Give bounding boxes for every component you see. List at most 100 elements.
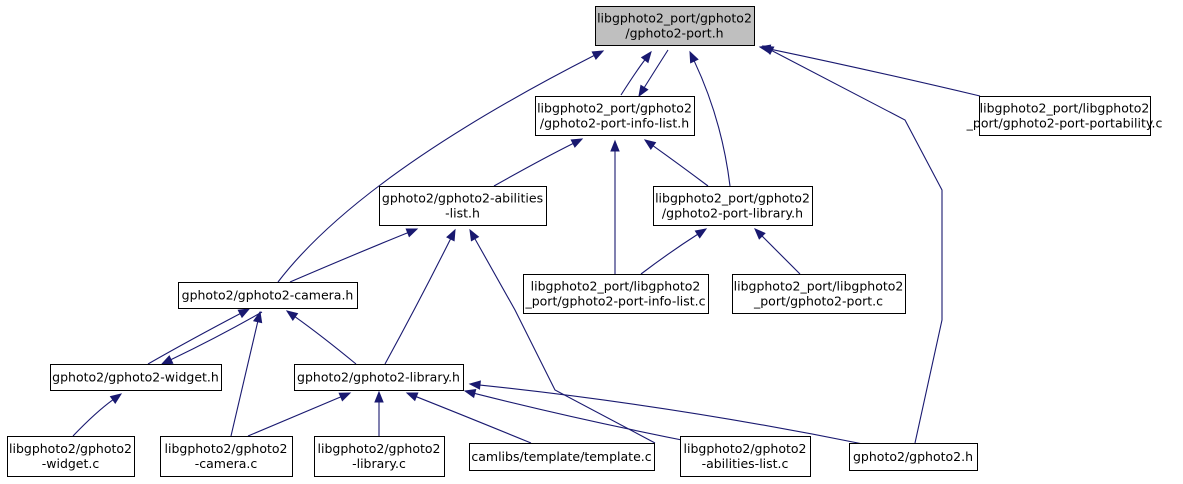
- arrowhead: [338, 392, 352, 402]
- edge-n_info_list_c-to-n_info_list_h: [610, 139, 620, 275]
- edge-line: [416, 396, 532, 444]
- edge-line: [620, 59, 646, 96]
- node-camera-c[interactable]: libgphoto2/gphoto2-camera.c: [160, 436, 293, 477]
- edge-n_library_h-to-n_abilities_list_h: [384, 228, 456, 365]
- arrowhead: [160, 355, 174, 365]
- node-label-line: libgphoto2_port/libgphoto2: [734, 279, 904, 294]
- arrowhead: [689, 50, 699, 64]
- node-label-line: -list.h: [445, 206, 480, 221]
- node-port-library-h[interactable]: libgphoto2_port/gphoto2/gphoto2-port-lib…: [653, 186, 813, 226]
- node-label-line: _port/gphoto2-port.c: [753, 294, 883, 309]
- node-label-line: libgphoto2/gphoto2: [9, 441, 132, 456]
- edge-n_camera_c-to-n_library_h: [247, 392, 352, 437]
- node-gphoto2-h[interactable]: gphoto2/gphoto2.h: [849, 443, 978, 471]
- node-label-line: gphoto2/gphoto2-widget.h: [52, 370, 219, 385]
- node-label-line: libgphoto2_port/libgphoto2: [980, 101, 1150, 116]
- node-box: [979, 96, 1151, 136]
- edge-n_info_list_c-to-n_port_library_h: [640, 228, 708, 275]
- arrowhead: [640, 50, 652, 64]
- edge-n_widget_c-to-n_widget_h: [72, 393, 123, 437]
- arrowhead: [446, 228, 456, 242]
- edge-line: [277, 55, 595, 283]
- node-template-c[interactable]: camlibs/template/template.c: [469, 443, 655, 471]
- edge-line: [294, 316, 357, 365]
- node-portability-c[interactable]: libgphoto2_port/libgphoto2_port/gphoto2-…: [966, 96, 1163, 136]
- node-label-line: -widget.c: [42, 456, 100, 471]
- node-box: [379, 186, 547, 226]
- arrowhead: [694, 228, 708, 239]
- arrowhead: [405, 392, 419, 402]
- node-info-list-h[interactable]: libgphoto2_port/gphoto2/gphoto2-port-inf…: [535, 96, 695, 136]
- node-abilities-list-h[interactable]: gphoto2/gphoto2-abilities-list.h: [379, 186, 547, 226]
- node-box: [732, 274, 906, 314]
- node-label-line: libgphoto2/gphoto2: [165, 441, 288, 456]
- node-label-line: libgphoto2_port/libgphoto2: [531, 279, 701, 294]
- node-label-line: -camera.c: [195, 456, 258, 471]
- node-label-line: gphoto2/gphoto2-abilities: [382, 191, 543, 206]
- arrowhead: [638, 84, 649, 98]
- edge-line: [230, 321, 259, 437]
- arrowhead: [463, 388, 477, 399]
- node-info-list-c[interactable]: libgphoto2_port/libgphoto2_port/gphoto2-…: [523, 274, 709, 314]
- node-label-line: -abilities-list.c: [702, 456, 789, 471]
- arrowhead: [469, 228, 480, 242]
- node-label-line: gphoto2/gphoto2.h: [853, 449, 973, 464]
- edge-n_port_h-to-n_info_list_h: [638, 49, 669, 98]
- edge-n_gphoto2_h-to-n_port_h: [761, 45, 943, 444]
- arrowhead: [109, 393, 123, 404]
- arrowhead: [591, 50, 605, 60]
- node-box: [314, 436, 445, 477]
- node-label-line: /gphoto2-port-info-list.h: [540, 116, 689, 131]
- node-label-line: _port/gphoto2-port-info-list.c: [524, 294, 705, 309]
- node-box: [653, 186, 813, 226]
- node-library-c[interactable]: libgphoto2/gphoto2-library.c: [314, 436, 445, 477]
- edge-line: [247, 396, 342, 437]
- arrowhead: [610, 139, 620, 152]
- node-port-h[interactable]: libgphoto2_port/gphoto2/gphoto2-port.h: [595, 6, 755, 46]
- node-library-h[interactable]: gphoto2/gphoto2-library.h: [294, 364, 464, 391]
- node-box: [294, 364, 464, 391]
- edge-line: [769, 48, 981, 97]
- node-box: [160, 436, 293, 477]
- node-box: [849, 443, 978, 471]
- node-abilities-list-c[interactable]: libgphoto2/gphoto2-abilities-list.c: [680, 436, 811, 477]
- edge-line: [384, 238, 452, 365]
- node-label-line: /gphoto2-port.h: [625, 26, 723, 41]
- edge-n_abilities_list_h-to-n_info_list_h: [493, 138, 584, 187]
- edge-n_library_c-to-n_library_h: [374, 390, 384, 437]
- edge-n_port_library_h-to-n_port_h: [689, 50, 731, 187]
- node-widget-c[interactable]: libgphoto2/gphoto2-widget.c: [7, 436, 135, 477]
- edge-line: [147, 313, 241, 365]
- edge-line: [474, 238, 656, 444]
- node-label-line: gphoto2/gphoto2-camera.h: [182, 288, 354, 303]
- node-label-line: /gphoto2-port-library.h: [662, 206, 803, 221]
- node-box: [523, 274, 709, 314]
- edge-line: [289, 232, 408, 283]
- edge-line: [474, 392, 698, 444]
- edge-n_abilities_list_c-to-n_library_h: [463, 388, 698, 444]
- edge-line: [693, 60, 731, 187]
- arrowhead: [237, 308, 251, 319]
- node-widget-h[interactable]: gphoto2/gphoto2-widget.h: [50, 364, 222, 391]
- edge-n_portability_c-to-n_port_h: [758, 44, 981, 97]
- node-label-line: libgphoto2/gphoto2: [318, 441, 441, 456]
- node-camera-h[interactable]: gphoto2/gphoto2-camera.h: [178, 282, 358, 309]
- node-label-line: libgphoto2_port/gphoto2: [655, 191, 810, 206]
- node-label-line: _port/gphoto2-port-portability.c: [966, 116, 1163, 131]
- arrowhead: [468, 380, 481, 390]
- edges-layer: [72, 44, 981, 445]
- edge-line: [479, 384, 864, 445]
- edge-n_camera_h-to-n_abilities_list_h: [289, 228, 419, 283]
- arrowhead: [754, 228, 766, 240]
- node-box: [680, 436, 811, 477]
- node-port-c[interactable]: libgphoto2_port/libgphoto2_port/gphoto2-…: [732, 274, 906, 314]
- node-box: [178, 282, 358, 309]
- node-label-line: libgphoto2_port/gphoto2: [597, 11, 752, 26]
- node-box: [50, 364, 222, 391]
- node-label-line: camlibs/template/template.c: [471, 449, 651, 464]
- edge-n_camera_c-to-n_camera_h: [230, 310, 263, 437]
- edge-line: [761, 235, 801, 275]
- edge-n_port_library_h-to-n_info_list_h: [643, 139, 709, 187]
- node-label-line: -library.c: [352, 456, 406, 471]
